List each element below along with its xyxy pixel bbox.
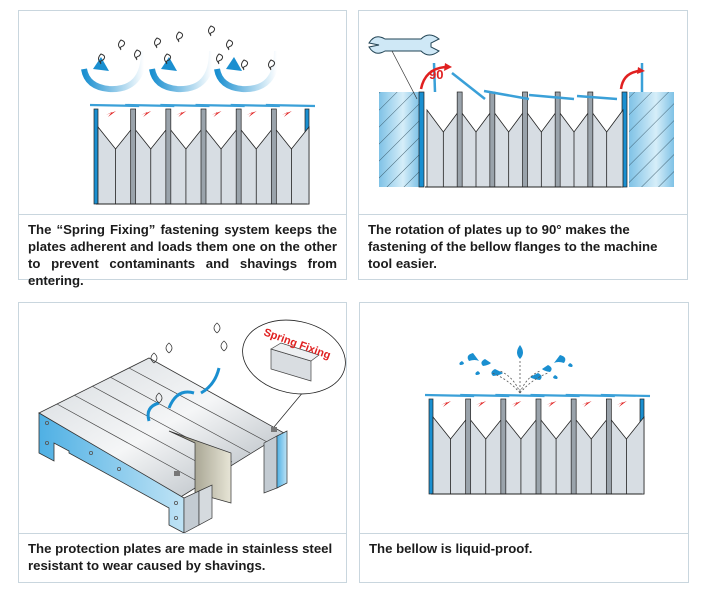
rotation-figure: 90 bbox=[359, 11, 687, 215]
shaving-chip bbox=[216, 53, 224, 65]
spring-arrow bbox=[176, 111, 187, 117]
water-drops-icon bbox=[459, 345, 573, 380]
spring-arrow bbox=[441, 401, 451, 407]
swirl-arrow bbox=[214, 50, 280, 93]
rib bbox=[130, 108, 137, 205]
end-flange bbox=[428, 398, 434, 495]
rotated-plate bbox=[483, 89, 530, 101]
swirl-arrow bbox=[81, 50, 147, 93]
caption-liquid-proof: The bellow is liquid-proof. bbox=[369, 541, 533, 556]
machine-wall-right bbox=[629, 92, 674, 187]
angle-label: 90 bbox=[429, 67, 443, 82]
bellow-body bbox=[424, 393, 651, 495]
bellow-isometric-figure: Spring Fixing bbox=[19, 303, 346, 534]
spring-arrow bbox=[581, 401, 592, 407]
cover-plate bbox=[600, 393, 651, 398]
rotated-plate bbox=[576, 94, 618, 101]
rib bbox=[587, 91, 594, 188]
end-flange bbox=[93, 108, 99, 205]
rib bbox=[500, 398, 507, 495]
rib bbox=[535, 398, 542, 495]
rib bbox=[465, 398, 472, 495]
rib bbox=[605, 398, 612, 495]
panel-spring-fixing: The “Spring Fixing” fastening system kee… bbox=[18, 10, 347, 288]
rib bbox=[570, 398, 577, 495]
rotated-plate bbox=[528, 93, 575, 101]
wrench-icon bbox=[368, 34, 440, 100]
rib bbox=[489, 91, 496, 188]
spring-arrow bbox=[141, 111, 152, 117]
spring-clip-icon bbox=[270, 342, 320, 382]
cover-plate bbox=[265, 103, 316, 108]
machine-wall-left bbox=[379, 92, 419, 187]
caption-spring-fixing: The “Spring Fixing” fastening system kee… bbox=[28, 222, 337, 288]
rib bbox=[200, 108, 207, 205]
liquid-proof-figure bbox=[360, 303, 688, 534]
rib bbox=[235, 108, 242, 205]
bellow-body bbox=[89, 103, 316, 205]
rib bbox=[456, 91, 463, 188]
shaving-chip bbox=[268, 59, 276, 71]
spring-arrow bbox=[246, 111, 257, 117]
shaving-chip bbox=[154, 37, 162, 49]
shaving-chip bbox=[241, 59, 249, 71]
swirl-arrow bbox=[149, 50, 215, 93]
shaving-chip bbox=[208, 25, 216, 37]
rotated-plate bbox=[432, 62, 437, 93]
spring-arrow bbox=[546, 401, 557, 407]
shaving-chip bbox=[98, 53, 106, 65]
panel-plate-rotation: 90 The rotation of plates up to 90° make… bbox=[358, 10, 688, 280]
rib bbox=[270, 108, 277, 205]
spring-arrow bbox=[511, 401, 522, 407]
bellow-cross-section-figure bbox=[19, 11, 346, 215]
shaving-chip bbox=[164, 53, 172, 65]
rib bbox=[522, 91, 528, 188]
spring-arrow bbox=[616, 401, 627, 407]
spring-arrow bbox=[476, 401, 487, 407]
spray-lines bbox=[491, 361, 549, 394]
shaving-chip bbox=[226, 39, 234, 51]
panel-stainless-plates: Spring Fixing The protection plates are … bbox=[18, 302, 347, 583]
caption-stainless-plates: The protection plates are made in stainl… bbox=[28, 541, 333, 573]
shavings-arrows bbox=[81, 25, 280, 93]
rib bbox=[554, 91, 561, 188]
spring-arrow bbox=[106, 111, 116, 117]
shaving-chip bbox=[118, 39, 126, 51]
bellow-body bbox=[425, 62, 644, 188]
spring-arrow bbox=[211, 111, 222, 117]
rib bbox=[165, 108, 172, 205]
rotated-plate bbox=[451, 72, 486, 100]
shaving-chip bbox=[134, 49, 142, 61]
spring-arrow bbox=[281, 111, 292, 117]
caption-plate-rotation: The rotation of plates up to 90° makes t… bbox=[368, 222, 658, 271]
shaving-chip bbox=[176, 31, 184, 43]
panel-liquid-proof: The bellow is liquid-proof. bbox=[359, 302, 689, 583]
